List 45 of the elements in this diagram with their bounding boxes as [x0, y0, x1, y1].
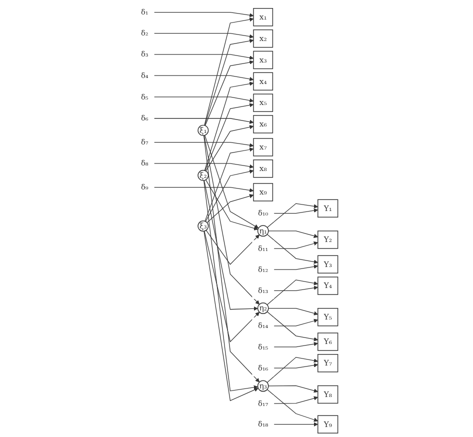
arrow — [204, 180, 258, 311]
arrow — [266, 311, 318, 342]
arrow — [274, 318, 318, 326]
arrow — [204, 147, 254, 222]
arrow — [204, 17, 254, 126]
arrow — [268, 308, 318, 316]
arrow — [204, 230, 260, 342]
arrow — [206, 125, 254, 172]
arrow — [204, 38, 254, 126]
arrow — [203, 135, 260, 382]
arrow — [266, 389, 318, 422]
arrow — [266, 234, 318, 264]
arrow — [154, 75, 254, 82]
arrow — [154, 96, 254, 103]
arrow — [274, 241, 318, 249]
arrow — [204, 60, 254, 126]
arrow — [154, 163, 254, 169]
arrow — [206, 230, 260, 265]
arrow — [154, 33, 254, 39]
arrow — [274, 342, 318, 348]
arrow — [204, 135, 260, 305]
arrow — [204, 180, 258, 392]
arrow — [154, 142, 254, 148]
arrow — [274, 363, 318, 368]
arrow — [268, 230, 318, 238]
arrow — [206, 194, 254, 223]
arrow — [274, 396, 318, 404]
arrow — [274, 286, 318, 291]
arrow — [204, 103, 254, 171]
arrow — [266, 356, 318, 383]
arrow — [154, 12, 254, 18]
arrow — [274, 264, 318, 270]
arrow — [205, 180, 258, 230]
arrow — [204, 82, 254, 171]
arrow — [154, 118, 254, 124]
arrow — [274, 208, 318, 214]
arrow — [205, 169, 254, 222]
arrow — [266, 203, 318, 228]
arrow — [204, 230, 258, 402]
arrow — [266, 280, 318, 306]
arrow — [274, 422, 318, 426]
arrow — [204, 134, 259, 228]
arrow — [154, 187, 254, 192]
arrow — [154, 54, 254, 60]
arrow — [268, 385, 318, 393]
